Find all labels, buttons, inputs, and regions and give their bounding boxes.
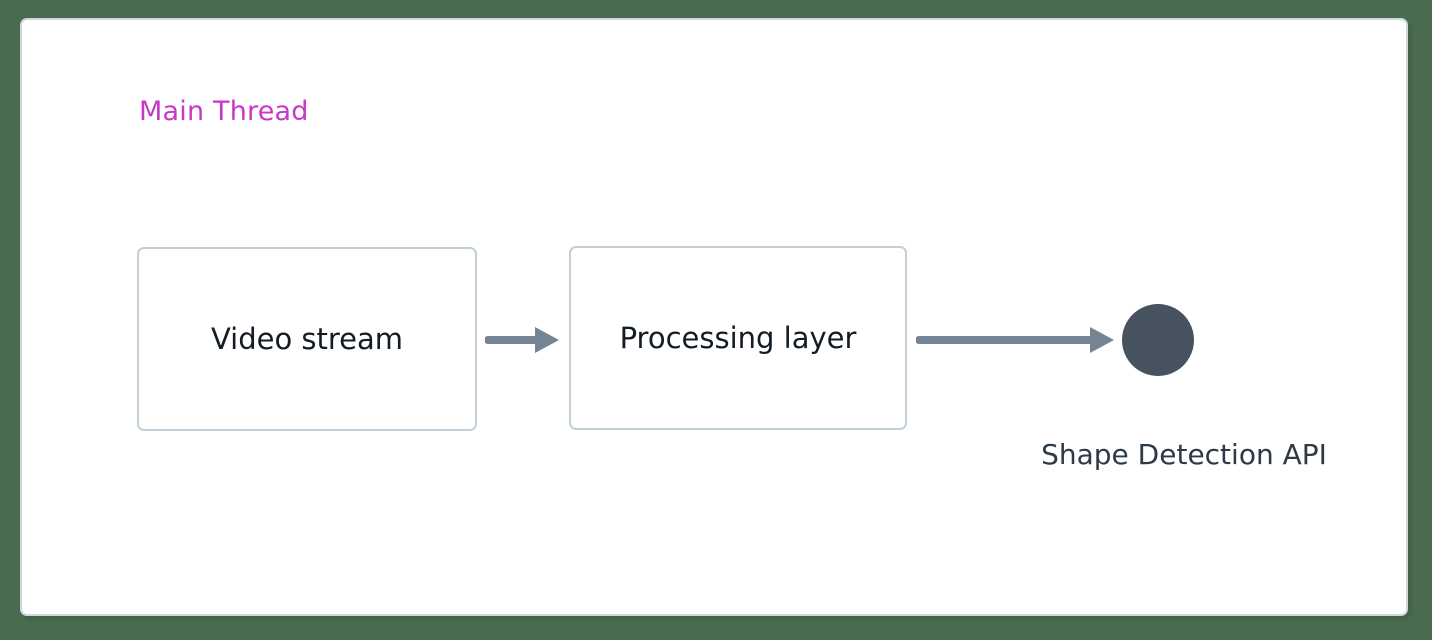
arrow-right-icon: [915, 327, 1114, 353]
group-title-main-thread: Main Thread: [139, 96, 309, 127]
node-processing-layer-label: Processing layer: [619, 321, 857, 355]
edge-processing-layer-to-shape-detection-api: [915, 323, 1116, 357]
node-shape-detection-api[interactable]: [1122, 304, 1194, 376]
node-shape-detection-api-label: Shape Detection API: [1041, 438, 1327, 471]
node-processing-layer[interactable]: Processing layer: [569, 246, 907, 430]
edge-video-stream-to-processing-layer: [484, 323, 561, 357]
node-video-stream-label: Video stream: [210, 322, 404, 356]
arrow-right-icon: [484, 327, 559, 353]
node-video-stream[interactable]: Video stream: [137, 247, 477, 431]
main-thread-panel: Main Thread Video stream Processing laye…: [20, 18, 1408, 616]
